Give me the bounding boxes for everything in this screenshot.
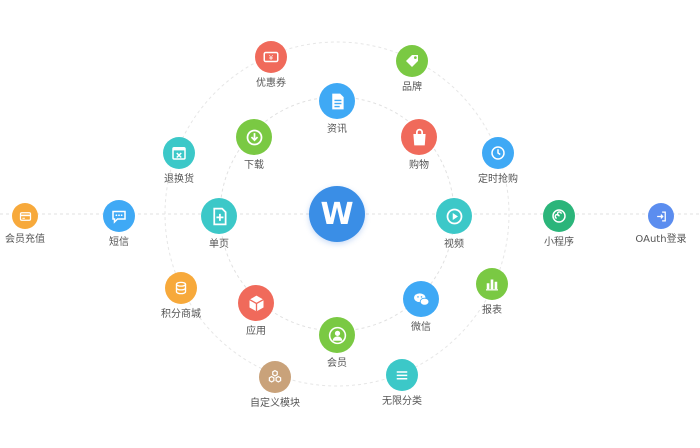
feature-youhuiquan-label: 优惠券 (256, 78, 286, 89)
bar-report-icon (483, 275, 501, 293)
feature-pinpai-label: 品牌 (402, 82, 422, 93)
svg-text:¥: ¥ (269, 54, 274, 62)
feature-huiyuanchongzhi-label: 会员充值 (5, 234, 45, 245)
feature-huiyuan-button[interactable] (319, 317, 355, 353)
feature-gouwu-button[interactable] (401, 119, 437, 155)
center-logo-letter: W (320, 196, 354, 232)
feature-duanxin-label: 短信 (109, 237, 129, 248)
outer-orbit-ring (164, 41, 510, 387)
feature-danye-label: 单页 (209, 239, 229, 250)
feature-pinpai-button[interactable] (396, 45, 428, 77)
feature-shipin-button[interactable] (436, 198, 472, 234)
login-icon (654, 209, 669, 224)
feature-zidingyimokuai-button[interactable] (259, 361, 291, 393)
wechat-icon (411, 289, 432, 310)
feature-yingyong-button[interactable] (238, 285, 274, 321)
download-icon (244, 127, 265, 148)
feature-weixin-button[interactable] (403, 281, 439, 317)
clock-icon (489, 144, 507, 162)
feature-shipin-label: 视频 (444, 239, 464, 250)
shopping-bag-icon (409, 127, 430, 148)
card-icon (18, 209, 33, 224)
user-icon (327, 325, 348, 346)
feature-zixun-label: 资讯 (327, 124, 347, 135)
feature-xiaochengxu-label: 小程序 (544, 237, 574, 248)
play-icon (444, 206, 465, 227)
feature-wuxianfenlei-button[interactable] (386, 359, 418, 391)
coins-icon (172, 279, 190, 297)
feature-wuxianfenlei-label: 无限分类 (382, 396, 422, 407)
feature-gouwu-label: 购物 (409, 160, 429, 171)
feature-huiyuan-label: 会员 (327, 358, 347, 369)
feature-tuihuanhuo-label: 退换货 (164, 174, 194, 185)
feature-duanxin-button[interactable] (103, 200, 135, 232)
feature-zixun-button[interactable] (319, 83, 355, 119)
feature-dingshiqianggou-label: 定时抢购 (478, 174, 518, 185)
chat-bubble-icon (110, 207, 128, 225)
feature-xiazai-button[interactable] (236, 119, 272, 155)
feature-baobiao-button[interactable] (476, 268, 508, 300)
center-logo[interactable]: W (309, 186, 365, 242)
feature-youhuiquan-button[interactable]: ¥ (255, 41, 287, 73)
feature-dingshiqianggou-button[interactable] (482, 137, 514, 169)
feature-xiazai-label: 下载 (244, 160, 264, 171)
tag-icon (403, 52, 421, 70)
feature-jifenshangcheng-button[interactable] (165, 272, 197, 304)
feature-weixin-label: 微信 (411, 322, 431, 333)
list-icon (393, 366, 411, 384)
feature-danye-button[interactable] (201, 198, 237, 234)
mini-program-icon (550, 207, 568, 225)
document-icon (327, 91, 348, 112)
feature-huiyuanchongzhi-button[interactable] (12, 203, 38, 229)
feature-zidingyimokuai-label: 自定义模块 (250, 398, 300, 409)
ticket-icon: ¥ (262, 48, 280, 66)
feature-oauth-button[interactable] (648, 203, 674, 229)
feature-xiaochengxu-button[interactable] (543, 200, 575, 232)
feature-baobiao-label: 报表 (482, 305, 502, 316)
feature-tuihuanhuo-button[interactable] (163, 137, 195, 169)
feature-jifenshangcheng-label: 积分商城 (161, 309, 201, 320)
feature-oauth-label: OAuth登录 (635, 234, 687, 245)
feature-yingyong-label: 应用 (246, 326, 266, 337)
page-plus-icon (209, 206, 230, 227)
exchange-box-icon (170, 144, 188, 162)
hexagon-cluster-icon (266, 368, 284, 386)
cube-icon (246, 293, 267, 314)
